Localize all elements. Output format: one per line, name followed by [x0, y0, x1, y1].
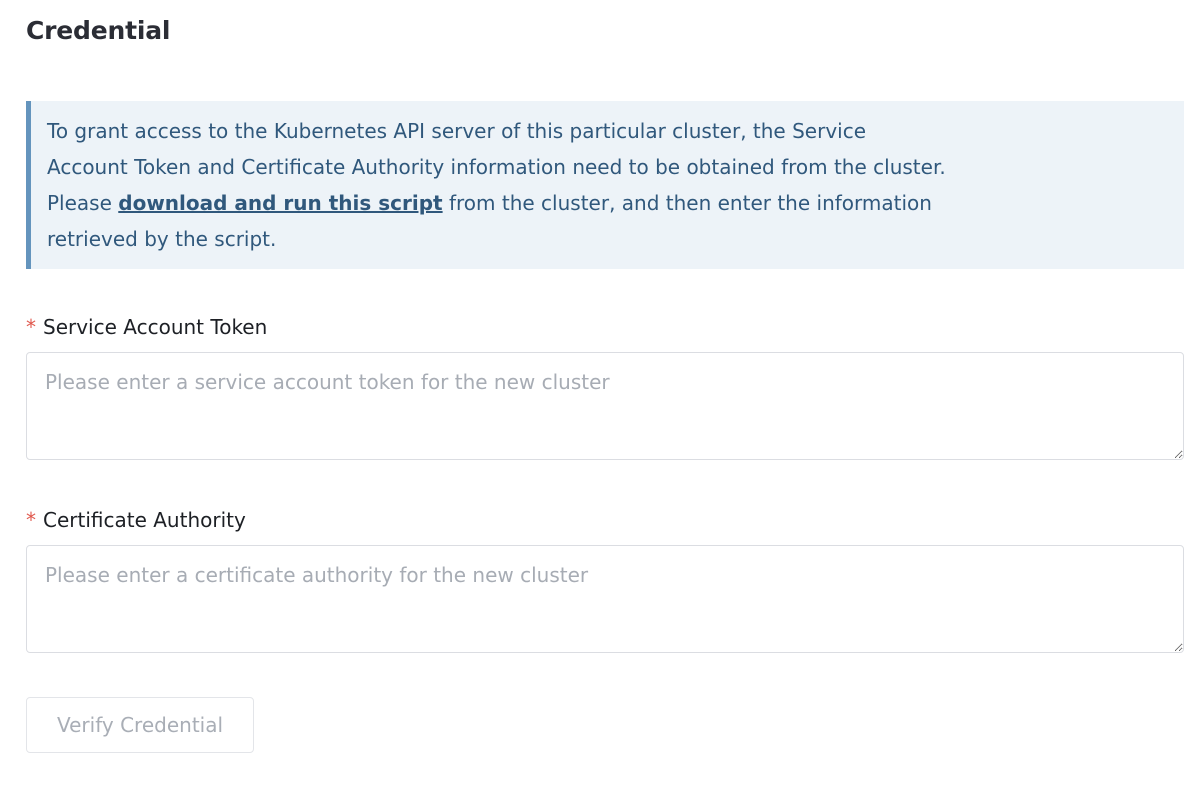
info-banner: To grant access to the Kubernetes API se… — [26, 101, 1184, 269]
download-script-link[interactable]: download and run this script — [118, 191, 443, 215]
service-account-token-label: * Service Account Token — [26, 315, 1184, 339]
service-account-token-field: * Service Account Token — [26, 315, 1184, 460]
service-account-token-label-text: Service Account Token — [43, 315, 268, 339]
certificate-authority-label: * Certificate Authority — [26, 508, 1184, 532]
credential-section: Credential To grant access to the Kubern… — [26, 16, 1184, 753]
banner-text-before: To grant access to the Kubernetes API se… — [47, 119, 946, 215]
page-title: Credential — [26, 16, 171, 45]
certificate-authority-field: * Certificate Authority — [26, 508, 1184, 653]
banner-text-after: from the cluster, and then enter the inf… — [47, 191, 932, 251]
certificate-authority-input[interactable] — [26, 545, 1184, 653]
verify-credential-button[interactable]: Verify Credential — [26, 697, 255, 753]
required-asterisk: * — [26, 315, 36, 339]
required-asterisk: * — [26, 508, 36, 532]
banner-text: To grant access to the Kubernetes API se… — [47, 113, 1166, 257]
service-account-token-input[interactable] — [26, 352, 1184, 460]
certificate-authority-label-text: Certificate Authority — [43, 508, 246, 532]
